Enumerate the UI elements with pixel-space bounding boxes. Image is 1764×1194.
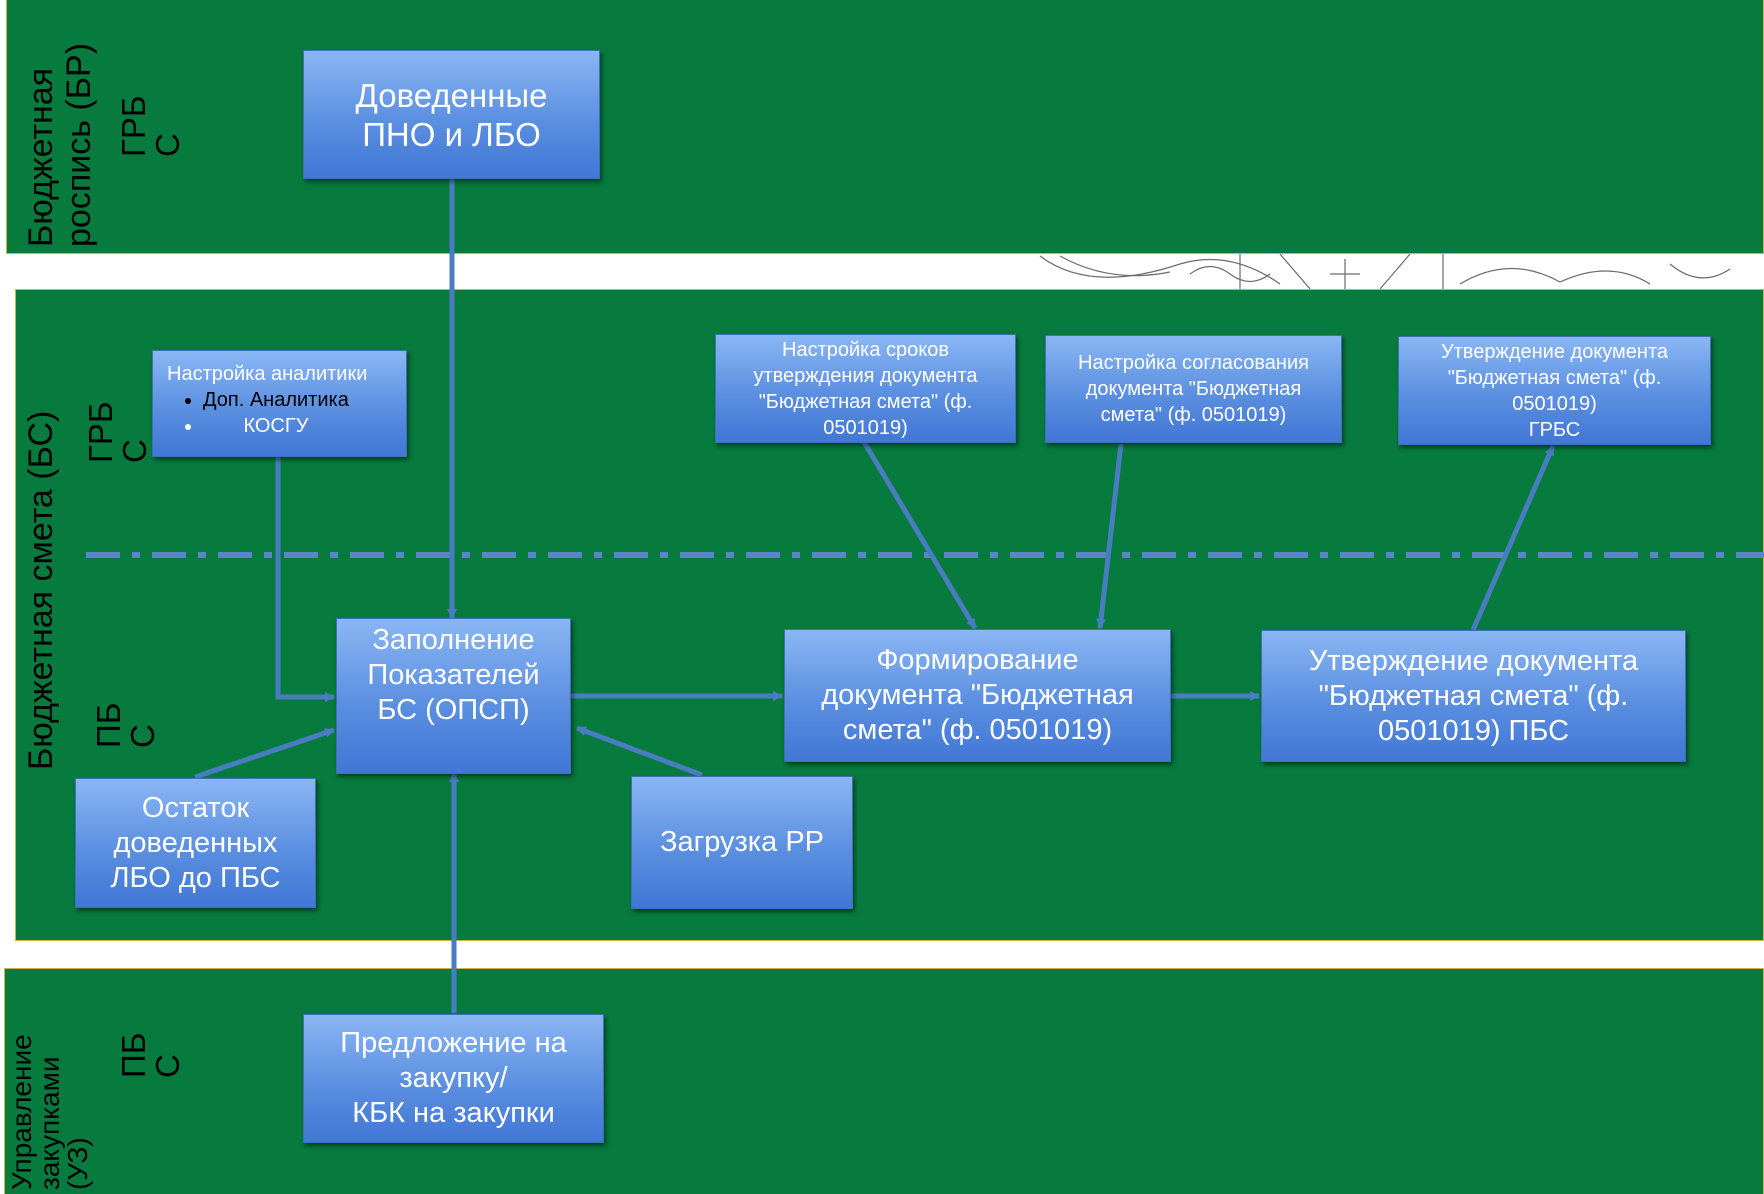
node-predlozhenie-line3: КБК на закупки — [352, 1097, 555, 1129]
node-ostatok-line1: Остаток — [141, 791, 250, 824]
node-srok-line1: Настройка сроков — [782, 338, 949, 361]
node-utv-grbs-line1: Утверждение документа — [1440, 340, 1669, 363]
node-zapolnenie[interactable]: Заполнение Показателей БС (ОПСП) — [336, 618, 571, 774]
node-ostatok[interactable]: Остаток доведенных ЛБО до ПБС — [75, 778, 316, 908]
node-dovedennye[interactable]: Доведенные ПНО и ЛБО — [303, 50, 600, 179]
node-dovedennye-line1: Доведенные — [355, 76, 548, 114]
node-utv-grbs[interactable]: Утверждение документа "Бюджетная смета" … — [1398, 336, 1711, 445]
arrow-soglas-formirovanie — [1096, 443, 1124, 629]
node-analytics[interactable]: Настройка аналитики Доп. Аналитика КОСГУ — [152, 350, 407, 457]
node-ostatok-line2: доведенных — [113, 826, 278, 859]
arrow-zagruzka-zapolnenie — [576, 725, 703, 778]
node-predlozhenie-line1: Предложение на — [340, 1027, 567, 1059]
node-srok-line3: "Бюджетная смета" (ф. — [758, 390, 973, 413]
node-analytics-title: Настройка аналитики — [167, 363, 368, 385]
arrow-analytics-zapolnenie — [275, 456, 335, 702]
node-zagruzka-line1: Загрузка РР — [659, 826, 825, 858]
node-soglas-line3: смета" (ф. 0501019) — [1100, 404, 1287, 426]
node-soglas[interactable]: Настройка согласования документа "Бюджет… — [1045, 335, 1342, 443]
node-utv-grbs-line4: ГРБС — [1528, 418, 1581, 441]
node-zapolnenie-line2: Показателей — [367, 659, 540, 691]
decorative-ornament — [1039, 254, 1731, 289]
arrow-utvpbs-utvgrbs — [1470, 445, 1556, 631]
node-soglas-line2: документа "Бюджетная — [1085, 378, 1302, 400]
lane-budget-rospis — [6, 0, 1764, 254]
node-srok[interactable]: Настройка сроков утверждения документа "… — [715, 334, 1016, 443]
node-utv-pbs-line1: Утверждение документа — [1308, 644, 1639, 677]
node-utv-pbs-line3: 0501019) ПБС — [1377, 714, 1570, 747]
node-utv-grbs-line3: 0501019) — [1512, 392, 1597, 415]
node-formirovanie-line2: документа "Бюджетная — [821, 679, 1134, 711]
node-formirovanie-line1: Формирование — [876, 644, 1079, 676]
separator-band — [0, 255, 1764, 288]
node-soglas-line1: Настройка согласования — [1078, 352, 1309, 374]
node-zagruzka[interactable]: Загрузка РР — [631, 776, 853, 909]
node-ostatok-line3: ЛБО до ПБС — [110, 861, 281, 894]
node-formirovanie-line3: смета" (ф. 0501019) — [842, 714, 1113, 746]
node-dovedennye-line2: ПНО и ЛБО — [362, 115, 541, 153]
node-predlozhenie[interactable]: Предложение на закупку/ КБК на закупки — [303, 1014, 604, 1143]
arrow-srok-formirovanie — [861, 440, 978, 630]
node-predlozhenie-line2: закупку/ — [399, 1062, 508, 1094]
node-zapolnenie-line1: Заполнение — [372, 624, 535, 656]
node-utv-pbs-line2: "Бюджетная смета" (ф. — [1318, 679, 1629, 712]
node-zapolnenie-line3: БС (ОПСП) — [377, 694, 530, 726]
node-srok-line2: утверждения документа — [753, 364, 978, 387]
arrow-ostatok-zapolnenie — [194, 727, 335, 780]
node-analytics-item: Доп. Аналитика — [203, 387, 349, 413]
node-srok-line4: 0501019) — [823, 416, 908, 439]
lane-zakupki — [4, 968, 1764, 1194]
node-analytics-item: КОСГУ — [203, 413, 349, 439]
node-utv-grbs-line2: "Бюджетная смета" (ф. — [1447, 366, 1662, 389]
node-utv-pbs[interactable]: Утверждение документа "Бюджетная смета" … — [1261, 630, 1686, 762]
node-formirovanie[interactable]: Формирование документа "Бюджетная смета"… — [784, 629, 1171, 762]
node-analytics-list: Доп. Аналитика КОСГУ — [167, 387, 349, 439]
